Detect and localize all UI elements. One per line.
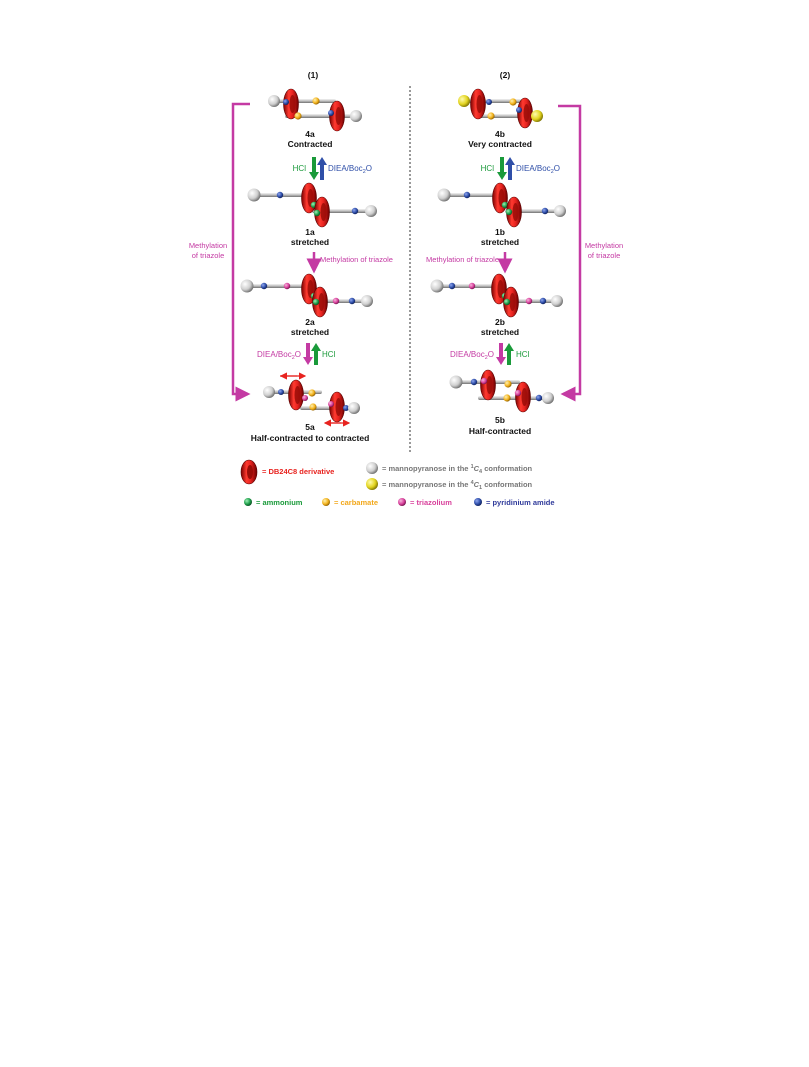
- bracket-right-label-1: Methylation: [585, 241, 623, 250]
- legend-ring-label: = DB24C8 derivative: [262, 467, 334, 476]
- equilibrium-arrows-4a-1a: [309, 157, 327, 180]
- label-2b: 2b: [495, 317, 505, 327]
- state-2a: stretched: [291, 327, 329, 337]
- reagent-hcl-4b: HCl: [481, 164, 495, 173]
- legend-manno-1c4-swatch: [366, 462, 378, 474]
- reagent-hcl-4a: HCl: [293, 164, 307, 173]
- label-2a: 2a: [305, 317, 315, 327]
- bracket-right: [558, 104, 582, 402]
- methylation-label-right: Methylation of triazole: [426, 255, 499, 264]
- reagent-base-4a: DIEA/Boc2O: [328, 164, 372, 175]
- legend-manno-1c4-label: = mannopyranose in the 1C4 conformation: [382, 464, 533, 475]
- reagent-base-2b: DIEA/Boc2O: [450, 350, 494, 361]
- equilibrium-arrows-2b-5b: [496, 343, 514, 365]
- legend: = DB24C8 derivative = mannopyranose in t…: [240, 459, 555, 507]
- molecule-5a: [263, 372, 360, 427]
- legend-manno-4c1-swatch: [366, 478, 378, 490]
- label-1a: 1a: [305, 227, 315, 237]
- molecule-5b: [449, 369, 554, 413]
- state-5b: Half-contracted: [469, 426, 531, 436]
- label-1b: 1b: [495, 227, 505, 237]
- legend-triazolium-swatch: [398, 498, 406, 506]
- legend-manno-4c1-label: = mannopyranose in the 4C1 conformation: [382, 480, 533, 491]
- state-2b: stretched: [481, 327, 519, 337]
- legend-pyridinium-label: = pyridinium amide: [486, 498, 555, 507]
- label-5a: 5a: [305, 422, 315, 432]
- legend-ammonium-label: = ammonium: [256, 498, 303, 507]
- molecule-4a: [268, 88, 362, 132]
- state-4a: Contracted: [288, 139, 333, 149]
- legend-pyridinium-swatch: [474, 498, 482, 506]
- molecule-1a: [247, 182, 377, 228]
- state-4b: Very contracted: [468, 139, 532, 149]
- label-5b: 5b: [495, 415, 505, 425]
- equilibrium-arrows-2a-5a: [303, 343, 321, 365]
- legend-ammonium-swatch: [244, 498, 252, 506]
- state-1a: stretched: [291, 237, 329, 247]
- reagent-hcl-2a: HCl: [322, 350, 336, 359]
- legend-carbamate-label: = carbamate: [334, 498, 378, 507]
- equilibrium-arrows-4b-1b: [497, 157, 515, 180]
- bracket-left-label-2: of triazole: [192, 251, 225, 260]
- label-4b: 4b: [495, 129, 505, 139]
- molecule-1b: [437, 182, 566, 228]
- reagent-hcl-2b: HCl: [516, 350, 530, 359]
- state-1b: stretched: [481, 237, 519, 247]
- methylation-label-left: Methylation of triazole: [320, 255, 393, 264]
- state-5a: Half-contracted to contracted: [251, 433, 370, 443]
- column-label-2: (2): [500, 70, 511, 80]
- bracket-right-label-2: of triazole: [588, 251, 621, 260]
- column-label-1: (1): [308, 70, 319, 80]
- label-4a: 4a: [305, 129, 315, 139]
- reagent-base-2a: DIEA/Boc2O: [257, 350, 301, 361]
- molecule-4b: [458, 88, 543, 129]
- bracket-left: [231, 102, 251, 402]
- reagent-base-4b: DIEA/Boc2O: [516, 164, 560, 175]
- molecule-2b: [430, 273, 563, 318]
- legend-carbamate-swatch: [322, 498, 330, 506]
- bracket-left-label-1: Methylation: [189, 241, 227, 250]
- molecule-2a: [240, 273, 373, 318]
- legend-triazolium-label: = triazolium: [410, 498, 452, 507]
- legend-ring-swatch: [240, 459, 258, 485]
